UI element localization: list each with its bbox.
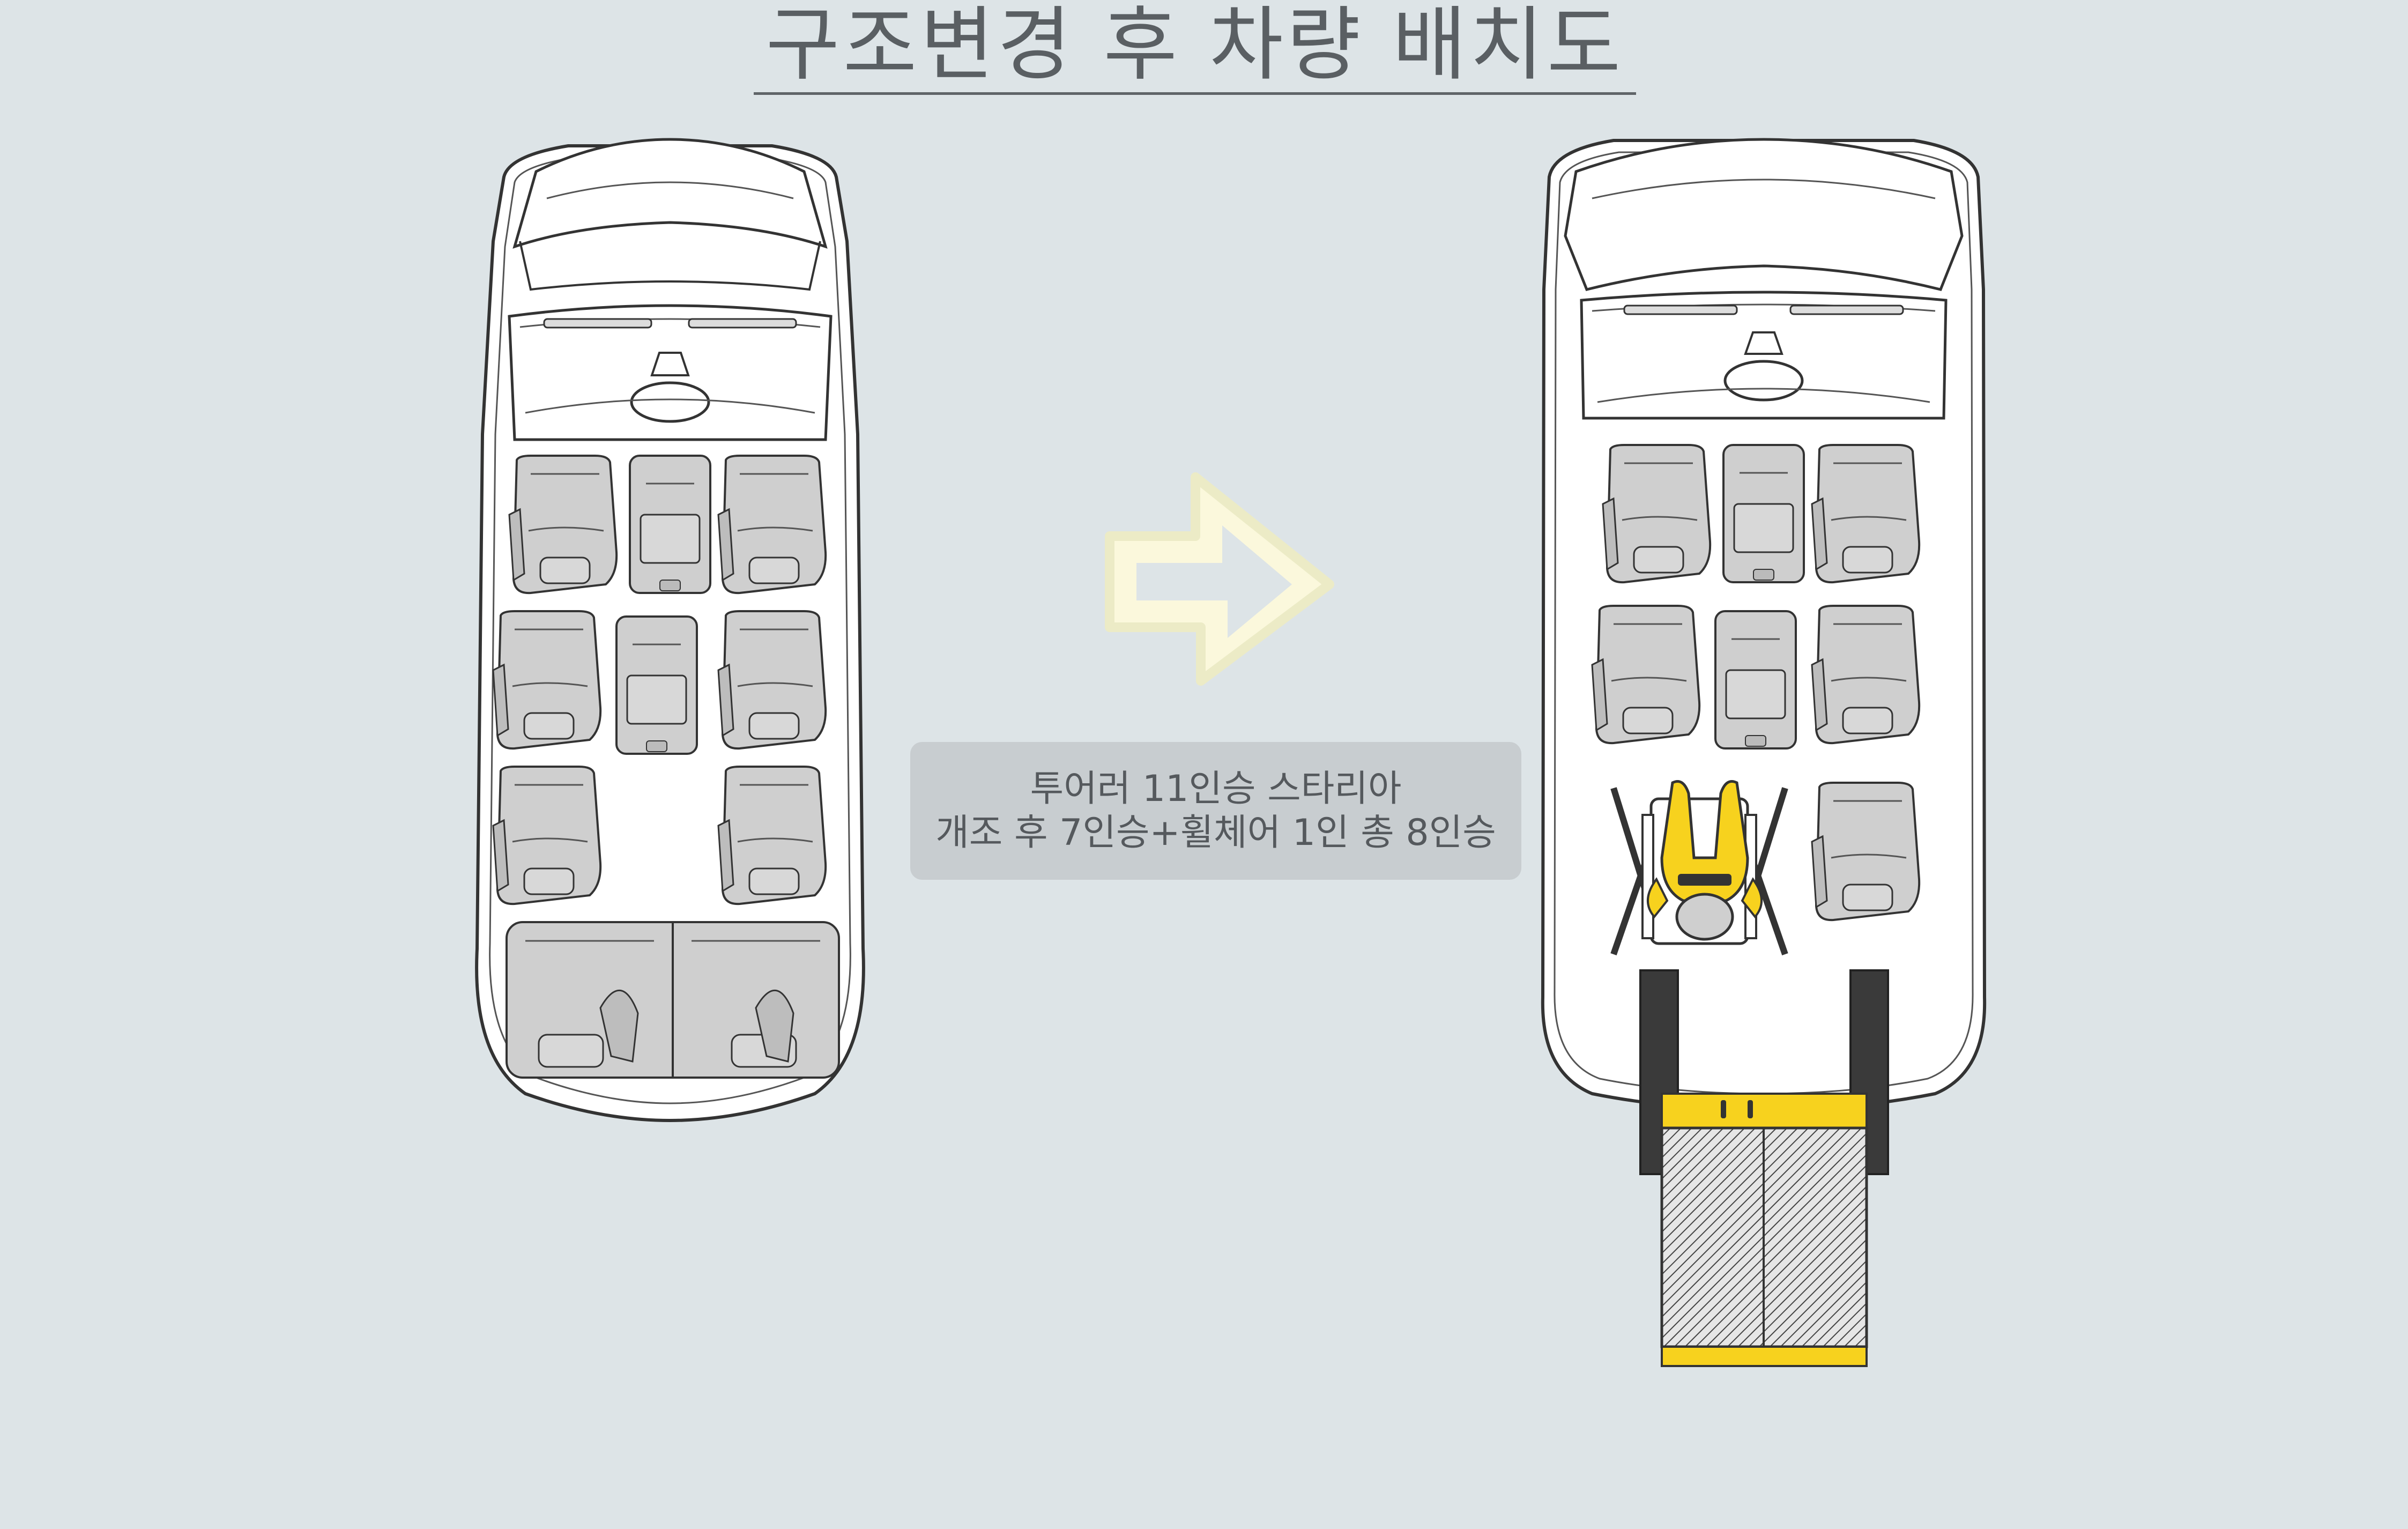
caption-line-2: 개조 후 7인승+휠체어 1인 총 8인승 [935, 811, 1496, 854]
van-after-diagram [1541, 138, 1987, 1367]
page-title: 구조변경 후 차량 배치도 [765, 0, 1624, 92]
caption-box: 투어러 11인승 스타리아 개조 후 7인승+휠체어 1인 총 8인승 [910, 742, 1521, 880]
wheelchair-passenger-icon [1610, 780, 1788, 955]
title-underline [754, 92, 1636, 95]
van-before-diagram [475, 138, 865, 1123]
caption-line-1: 투어러 11인승 스타리아 [1030, 767, 1402, 810]
arrow-right-icon [1105, 472, 1334, 686]
